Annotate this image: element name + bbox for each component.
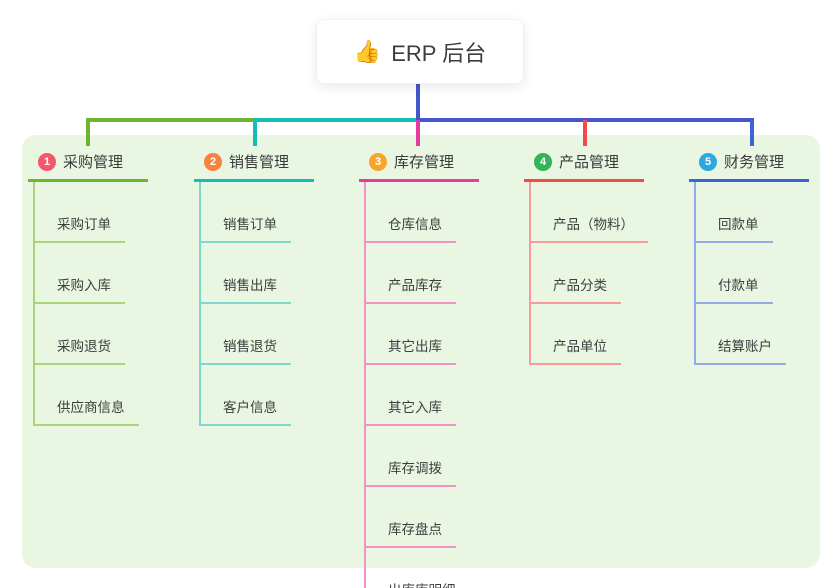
child-node[interactable]: 出库库明细 (366, 548, 470, 588)
branch-number-badge: 4 (534, 152, 552, 171)
branch-label: 销售管理 (229, 154, 290, 171)
branch-label: 产品管理 (559, 154, 620, 171)
child-node[interactable]: 仓库信息 (366, 182, 456, 243)
branch-title-node[interactable]: 4 产品管理 (524, 146, 644, 182)
branch-children-list: 仓库信息产品库存其它出库其它入库库存调拨库存盘点出库库明细 (364, 182, 479, 588)
branch-title-node[interactable]: 2 销售管理 (194, 146, 314, 182)
child-node[interactable]: 销售退货 (201, 304, 291, 365)
child-node[interactable]: 销售出库 (201, 243, 291, 304)
branch-title-node[interactable]: 1 采购管理 (28, 146, 148, 182)
branch-number-badge: 2 (204, 152, 222, 171)
branch: 4 产品管理 产品（物料）产品分类产品单位 (524, 146, 648, 365)
child-node[interactable]: 客户信息 (201, 365, 291, 426)
branch: 5 财务管理 回款单付款单结算账户 (689, 146, 809, 365)
branch-drop-line (253, 120, 257, 146)
branch-drop-line (583, 120, 587, 146)
root-node-label: ERP 后台 (391, 40, 487, 66)
branch-drop-line (750, 120, 754, 146)
child-node[interactable]: 供应商信息 (35, 365, 139, 426)
root-stem-line (416, 84, 420, 120)
child-node[interactable]: 销售订单 (201, 182, 291, 243)
branch-label: 财务管理 (724, 154, 785, 171)
branch-children-list: 销售订单销售出库销售退货客户信息 (199, 182, 314, 426)
bus-segment-green (86, 118, 255, 122)
branch-children-list: 采购订单采购入库采购退货供应商信息 (33, 182, 148, 426)
root-node[interactable]: 👍 ERP 后台 (316, 19, 524, 84)
child-node[interactable]: 付款单 (696, 243, 773, 304)
child-node[interactable]: 其它出库 (366, 304, 456, 365)
child-node[interactable]: 产品库存 (366, 243, 456, 304)
child-node[interactable]: 结算账户 (696, 304, 786, 365)
child-node[interactable]: 采购订单 (35, 182, 125, 243)
bus-segment-teal (253, 118, 420, 122)
branch-children-list: 产品（物料）产品分类产品单位 (529, 182, 648, 365)
branch-label: 库存管理 (394, 154, 455, 171)
branch-drop-line (416, 120, 420, 146)
branch-title-node[interactable]: 5 财务管理 (689, 146, 809, 182)
thumbs-up-icon: 👍 (353, 38, 382, 64)
branch: 2 销售管理 销售订单销售出库销售退货客户信息 (194, 146, 314, 426)
branch-title-node[interactable]: 3 库存管理 (359, 146, 479, 182)
branch-number-badge: 3 (369, 152, 387, 171)
branch: 1 采购管理 采购订单采购入库采购退货供应商信息 (28, 146, 148, 426)
child-node[interactable]: 库存调拨 (366, 426, 456, 487)
branch-children-list: 回款单付款单结算账户 (694, 182, 809, 365)
branch: 3 库存管理 仓库信息产品库存其它出库其它入库库存调拨库存盘点出库库明细 (359, 146, 479, 588)
child-node[interactable]: 采购退货 (35, 304, 125, 365)
child-node[interactable]: 产品单位 (531, 304, 621, 365)
branch-drop-line (86, 120, 90, 146)
child-node[interactable]: 产品分类 (531, 243, 621, 304)
branch-number-badge: 5 (699, 152, 717, 171)
child-node[interactable]: 其它入库 (366, 365, 456, 426)
child-node[interactable]: 产品（物料） (531, 182, 648, 243)
branch-number-badge: 1 (38, 152, 56, 171)
branch-label: 采购管理 (63, 154, 124, 171)
child-node[interactable]: 库存盘点 (366, 487, 456, 548)
child-node[interactable]: 采购入库 (35, 243, 125, 304)
branches-panel (22, 135, 820, 568)
child-node[interactable]: 回款单 (696, 182, 773, 243)
